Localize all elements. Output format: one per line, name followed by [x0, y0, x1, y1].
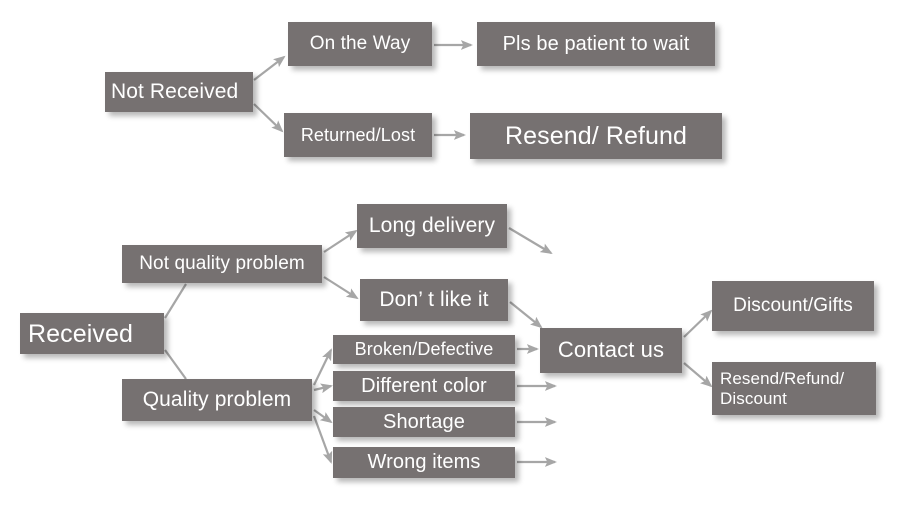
node-label-long-delivery: Long delivery [368, 214, 496, 238]
node-label-different-color: Different color [361, 374, 487, 397]
node-contact-us[interactable]: Contact us [540, 328, 682, 373]
node-label-received: Received [28, 319, 134, 348]
node-label-wrong-items: Wrong items [367, 451, 481, 474]
edge-received-quality [164, 349, 187, 380]
node-label-dont-like-it: Don’ t like it [379, 288, 489, 312]
node-label-discount-gifts: Discount/Gifts [733, 295, 853, 317]
node-label-resend-refund: Resend/ Refund [504, 122, 688, 150]
node-label-resend-refund-discount: Resend/Refund/ Discount [720, 369, 845, 408]
node-label-returned-lost: Returned/Lost [300, 124, 416, 145]
edge-not-received-returned-lost [253, 103, 284, 133]
node-label-broken-defective: Broken/Defective [354, 339, 494, 360]
edge-quality-shortage [313, 409, 333, 424]
node-shortage[interactable]: Shortage [333, 407, 515, 437]
edge-long-delivery-contact-us [508, 227, 553, 255]
node-long-delivery[interactable]: Long delivery [357, 204, 507, 248]
node-label-not-quality: Not quality problem [139, 253, 305, 275]
node-resend-refund[interactable]: Resend/ Refund [470, 113, 722, 159]
edge-dont-like-it-contact-us [509, 301, 543, 329]
node-different-color[interactable]: Different color [333, 371, 515, 401]
node-label-on-the-way: On the Way [309, 33, 411, 55]
edge-not-received-on-the-way [253, 55, 286, 81]
node-label-not-received: Not Received [111, 80, 239, 104]
edge-not-quality-dont-like-it [323, 276, 359, 300]
node-wrong-items[interactable]: Wrong items [333, 447, 515, 478]
edge-quality-different-color [313, 383, 333, 394]
node-returned-lost[interactable]: Returned/Lost [284, 113, 432, 157]
node-quality[interactable]: Quality problem [122, 379, 312, 421]
node-label-quality: Quality problem [142, 388, 292, 412]
node-received[interactable]: Received [20, 313, 164, 354]
edge-quality-wrong-items [312, 415, 333, 464]
edge-contact-us-resend-refund-discount [683, 362, 713, 388]
edge-quality-broken-defective [313, 348, 332, 386]
node-label-shortage: Shortage [383, 410, 465, 433]
edge-contact-us-discount-gifts [683, 309, 713, 338]
edge-not-quality-long-delivery [323, 229, 358, 253]
node-discount-gifts[interactable]: Discount/Gifts [712, 281, 874, 331]
node-pls-be-patient[interactable]: Pls be patient to wait [477, 22, 715, 66]
node-label-contact-us: Contact us [557, 337, 665, 363]
node-broken-defective[interactable]: Broken/Defective [333, 335, 515, 364]
node-resend-refund-discount[interactable]: Resend/Refund/ Discount [712, 362, 876, 415]
node-on-the-way[interactable]: On the Way [288, 22, 432, 66]
node-not-quality[interactable]: Not quality problem [122, 245, 322, 283]
node-not-received[interactable]: Not Received [105, 72, 253, 112]
node-label-pls-be-patient: Pls be patient to wait [502, 32, 690, 55]
edge-received-not-quality [164, 283, 187, 319]
node-dont-like-it[interactable]: Don’ t like it [360, 279, 508, 321]
